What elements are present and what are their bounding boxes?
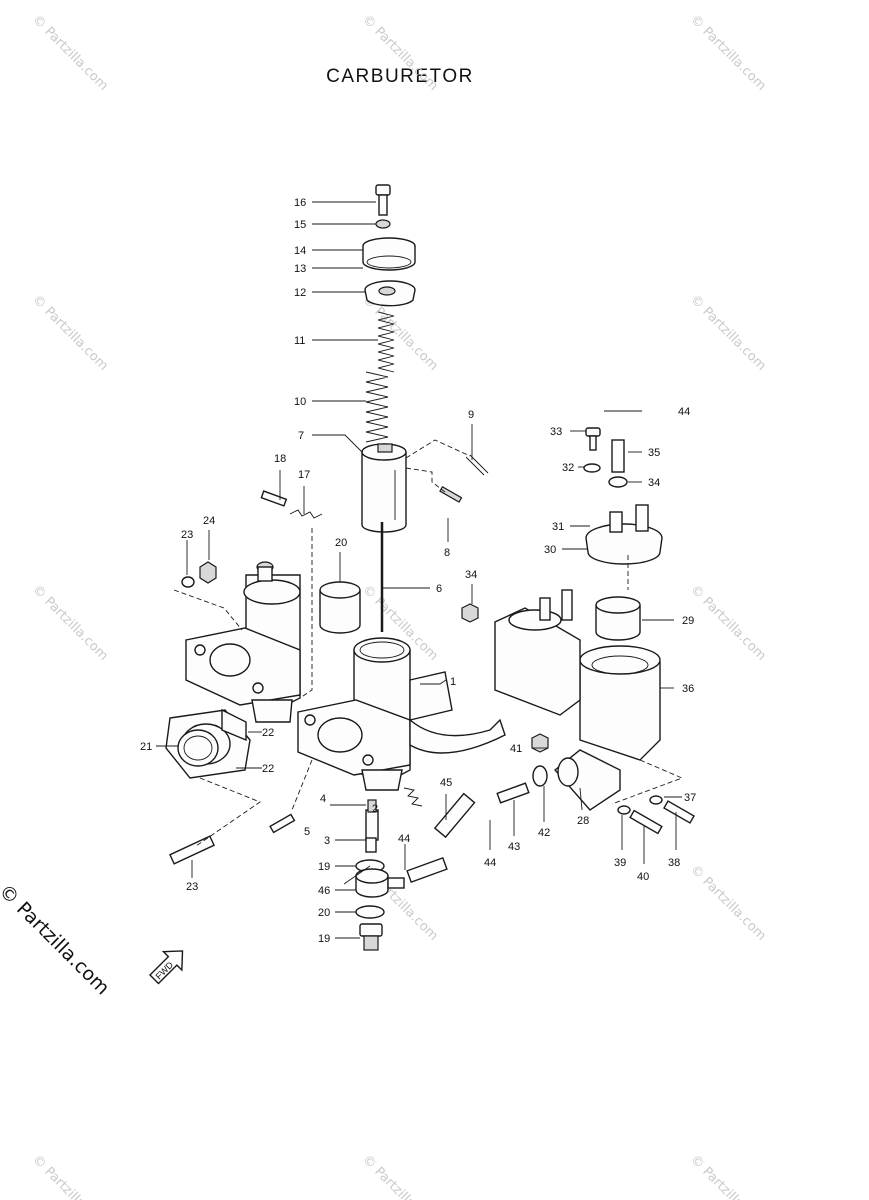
- callout-label: 15: [294, 219, 306, 231]
- callout-label: 35: [648, 447, 660, 459]
- callout-label: 44: [678, 406, 690, 418]
- callout-label: 33: [550, 426, 562, 438]
- callout-label: 14: [294, 245, 306, 257]
- callout-label: 11: [294, 335, 305, 347]
- main-carburetor-body: [297, 637, 506, 791]
- callout-label: 8: [444, 547, 450, 559]
- callout-label: 6: [436, 583, 442, 595]
- callout-label: 24: [203, 515, 215, 527]
- callout-labels: 16 15 14 13 12 11 10 7 9 8 18 17 24 23 2…: [140, 197, 696, 945]
- callout-label: 22: [262, 763, 274, 775]
- watermark: © Partzilla.com: [687, 862, 769, 944]
- callout-label: 29: [682, 615, 694, 627]
- callout-label: 32: [562, 462, 574, 474]
- callout-label: 34: [648, 477, 660, 489]
- watermark: © Partzilla.com: [29, 582, 111, 664]
- callout-label: 40: [637, 871, 649, 883]
- callout-label: 10: [294, 396, 306, 408]
- callout-label: 7: [298, 430, 304, 442]
- left-insulator-group: [165, 708, 261, 865]
- callout-label: 3: [324, 835, 330, 847]
- watermark: © Partzilla.com: [359, 12, 441, 94]
- watermark: © Partzilla.com: [687, 292, 769, 374]
- top-cap-assembly: [361, 184, 489, 632]
- callout-label: 44: [484, 857, 496, 869]
- left-carburetor-body: [173, 490, 361, 723]
- callout-label: 36: [682, 683, 694, 695]
- callout-label: 46: [318, 885, 330, 897]
- callout-label: 30: [544, 544, 556, 556]
- callout-label: 2: [372, 803, 378, 815]
- callout-label: 23: [186, 881, 198, 893]
- callout-label: 44: [398, 833, 410, 845]
- callout-label: 34: [465, 569, 477, 581]
- diagram-title: CARBURETOR: [326, 66, 474, 87]
- callout-label: 13: [294, 263, 306, 275]
- callout-label: 20: [318, 907, 330, 919]
- callout-label: 5: [304, 826, 310, 838]
- callout-label: 16: [294, 197, 306, 209]
- callout-label: 22: [262, 727, 274, 739]
- watermark: © Partzilla.com: [29, 12, 111, 94]
- watermark-layer: © Partzilla.com © Partzilla.com © Partzi…: [29, 12, 769, 1200]
- watermark: © Partzilla.com: [687, 1152, 769, 1200]
- right-housing-group: [461, 427, 695, 835]
- callout-label: 42: [538, 827, 550, 839]
- watermark: © Partzilla.com: [687, 582, 769, 664]
- callout-label: 19: [318, 861, 330, 873]
- callout-label: 12: [294, 287, 306, 299]
- callout-label: 39: [614, 857, 626, 869]
- callout-label: 31: [552, 521, 564, 533]
- callout-label: 37: [684, 792, 696, 804]
- callout-label: 20: [335, 537, 347, 549]
- watermark: © Partzilla.com: [687, 12, 769, 94]
- callout-label: 21: [140, 741, 152, 753]
- watermark: © Partzilla.com: [29, 292, 111, 374]
- callout-label: 38: [668, 857, 680, 869]
- callout-label: 45: [440, 777, 452, 789]
- jet-and-banjo-group: [269, 759, 476, 951]
- callout-label: 23: [181, 529, 193, 541]
- watermark: © Partzilla.com: [359, 1152, 441, 1200]
- callout-label: 43: [508, 841, 520, 853]
- forward-arrow: FWD: [149, 950, 184, 985]
- callout-label: 41: [510, 743, 522, 755]
- callout-label: 1: [450, 676, 456, 688]
- callout-label: 9: [468, 409, 474, 421]
- callout-label: 17: [298, 469, 310, 481]
- callout-label: 19: [318, 933, 330, 945]
- callout-label: 18: [274, 453, 286, 465]
- callout-label: 28: [577, 815, 589, 827]
- watermark: © Partzilla.com: [29, 1152, 111, 1200]
- callout-label: 4: [320, 793, 326, 805]
- leader-lines: [156, 201, 682, 939]
